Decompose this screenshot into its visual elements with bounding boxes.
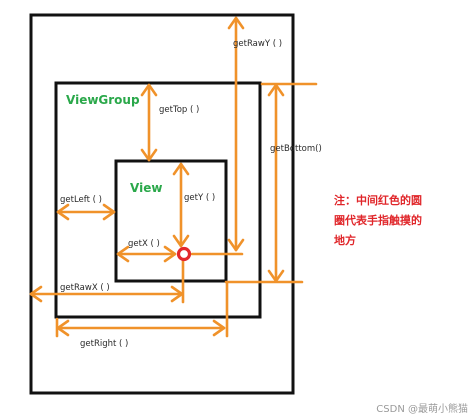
view-label: View xyxy=(130,181,162,195)
get-raw-y-label: getRawY ( ) xyxy=(233,39,282,49)
get-raw-x-label: getRawX ( ) xyxy=(60,283,110,293)
view-box xyxy=(114,159,228,283)
arrows xyxy=(29,16,318,338)
get-x-label: getX ( ) xyxy=(128,239,160,249)
touch-point-circle xyxy=(176,246,192,262)
note-line-1: 注：中间红色的圆 xyxy=(334,193,422,207)
note-line-2: 圈代表手指触摸的 xyxy=(334,213,422,227)
viewgroup-label: ViewGroup xyxy=(66,93,140,107)
screen-box xyxy=(29,13,295,395)
note-line-3: 地方 xyxy=(334,233,356,247)
get-bottom-label: getBottom() xyxy=(270,144,322,154)
get-y-label: getY ( ) xyxy=(184,193,215,203)
viewgroup-box xyxy=(54,81,262,319)
get-right-label: getRight ( ) xyxy=(80,339,128,349)
watermark: CSDN @最萌小熊猫 xyxy=(376,402,468,415)
get-top-label: getTop ( ) xyxy=(159,105,199,115)
get-left-label: getLeft ( ) xyxy=(60,195,102,205)
